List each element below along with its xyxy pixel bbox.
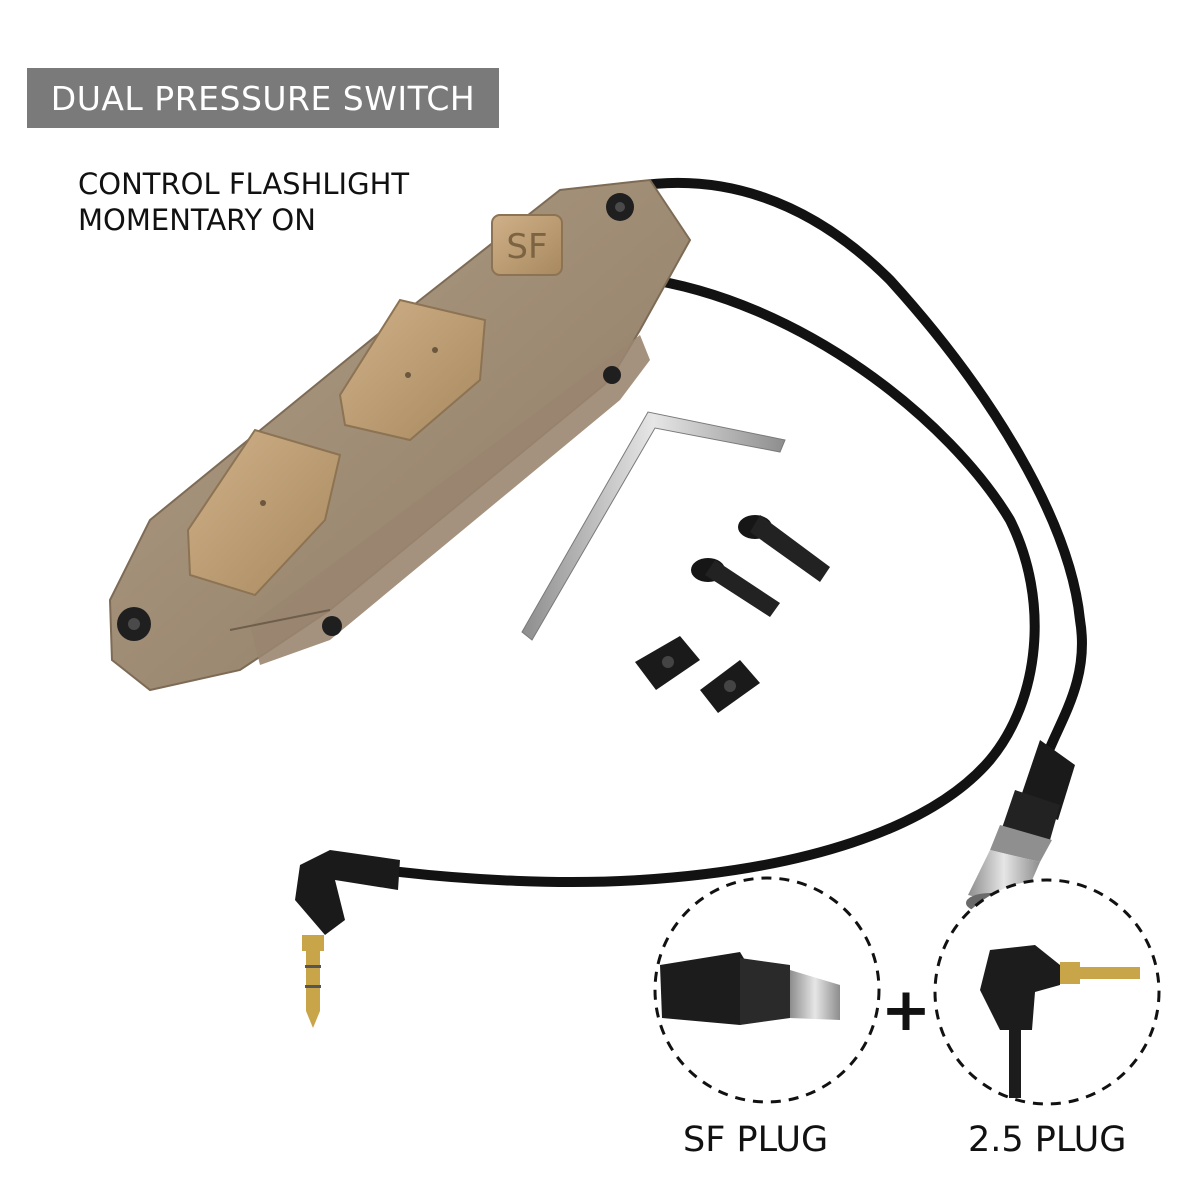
sf-pad: SF: [491, 214, 563, 276]
title-banner: DUAL PRESSURE SWITCH: [27, 68, 499, 128]
subtitle-line: MOMENTARY ON: [78, 203, 316, 237]
pressure-pad: [186, 428, 342, 597]
jack-plug-label: 2.5 PLUG: [968, 1120, 1127, 1160]
cable: [395, 178, 1087, 887]
subtitle-line: CONTROL FLASHLIGHT: [78, 167, 410, 201]
plus-sign: +: [881, 975, 931, 1045]
sf-plug-label: SF PLUG: [683, 1120, 829, 1160]
sf-connector: [966, 740, 1075, 913]
screw: [738, 515, 830, 582]
jack-plug: [295, 850, 400, 1028]
t-nut: [635, 636, 700, 690]
subtitle: CONTROL FLASHLIGHT MOMENTARY ON: [78, 166, 409, 238]
hex-key: [521, 411, 786, 641]
sf-pad-label: SF: [506, 227, 547, 267]
pressure-pad: [338, 298, 487, 442]
sf-plug-detail: [653, 876, 881, 1104]
title-text: DUAL PRESSURE SWITCH: [50, 78, 476, 118]
jack-plug-detail: [933, 878, 1161, 1106]
screw: [691, 558, 780, 617]
t-nut: [700, 660, 760, 713]
